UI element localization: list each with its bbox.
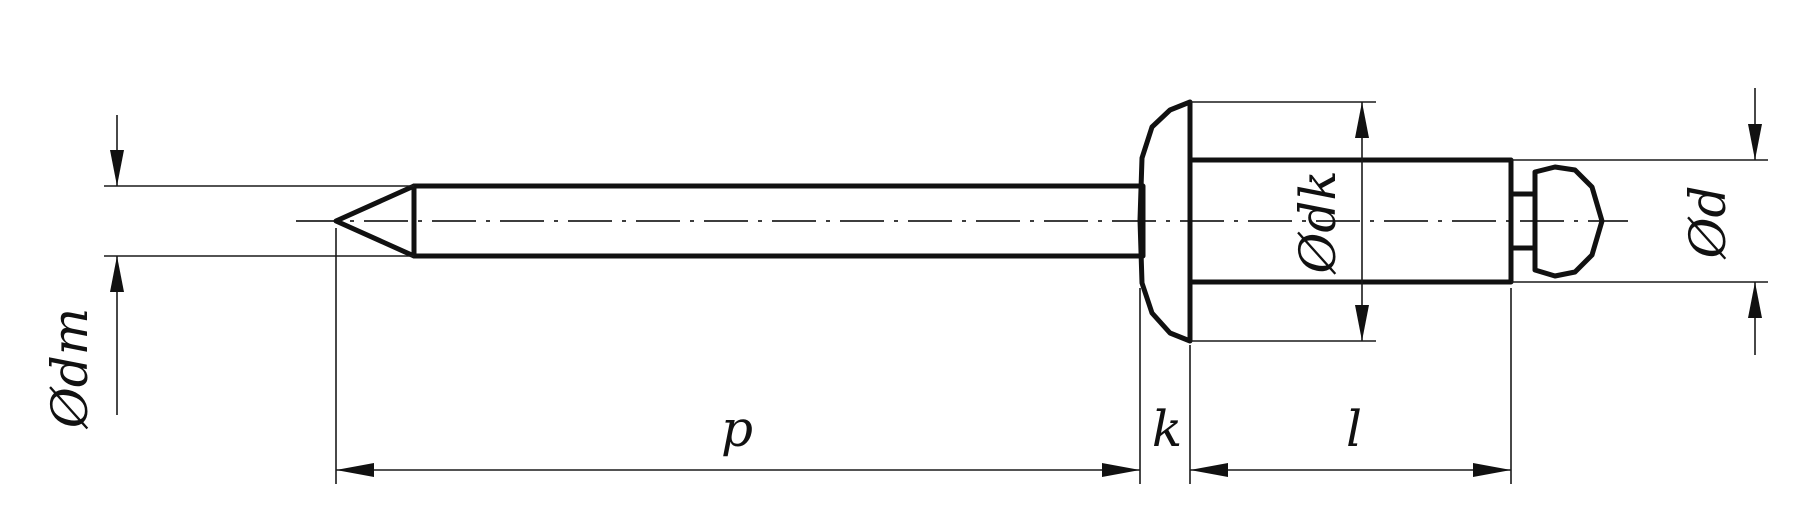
d-arrow-top bbox=[1748, 124, 1762, 160]
l-arrow-left bbox=[1190, 463, 1228, 477]
label-k: k bbox=[1152, 400, 1182, 458]
dm-arrow-top bbox=[110, 150, 124, 186]
mandrel-head bbox=[1508, 164, 1605, 279]
mandrel-tip bbox=[333, 183, 417, 259]
dm-arrow-bottom bbox=[110, 256, 124, 292]
dimension-dm: Ødm bbox=[41, 115, 414, 430]
dimension-d: Ød bbox=[1511, 88, 1768, 355]
dk-arrow-top bbox=[1355, 102, 1369, 138]
p-arrow-left bbox=[336, 463, 374, 477]
l-arrow-right bbox=[1473, 463, 1511, 477]
label-dm: Ødm bbox=[41, 308, 99, 430]
mandrel bbox=[333, 183, 1146, 259]
label-p: p bbox=[721, 400, 753, 458]
label-l: l bbox=[1346, 400, 1362, 458]
label-dk: Ødk bbox=[1289, 170, 1347, 275]
dimension-dk: Ødk bbox=[1190, 101, 1376, 342]
p-arrow-right bbox=[1102, 463, 1140, 477]
dimension-lengths: p k l bbox=[335, 228, 1512, 484]
dk-arrow-bottom bbox=[1355, 305, 1369, 341]
rivet-head bbox=[1137, 99, 1193, 344]
mandrel-head-dome bbox=[1532, 164, 1605, 279]
d-arrow-bottom bbox=[1748, 282, 1762, 318]
label-d: Ød bbox=[1679, 186, 1737, 261]
